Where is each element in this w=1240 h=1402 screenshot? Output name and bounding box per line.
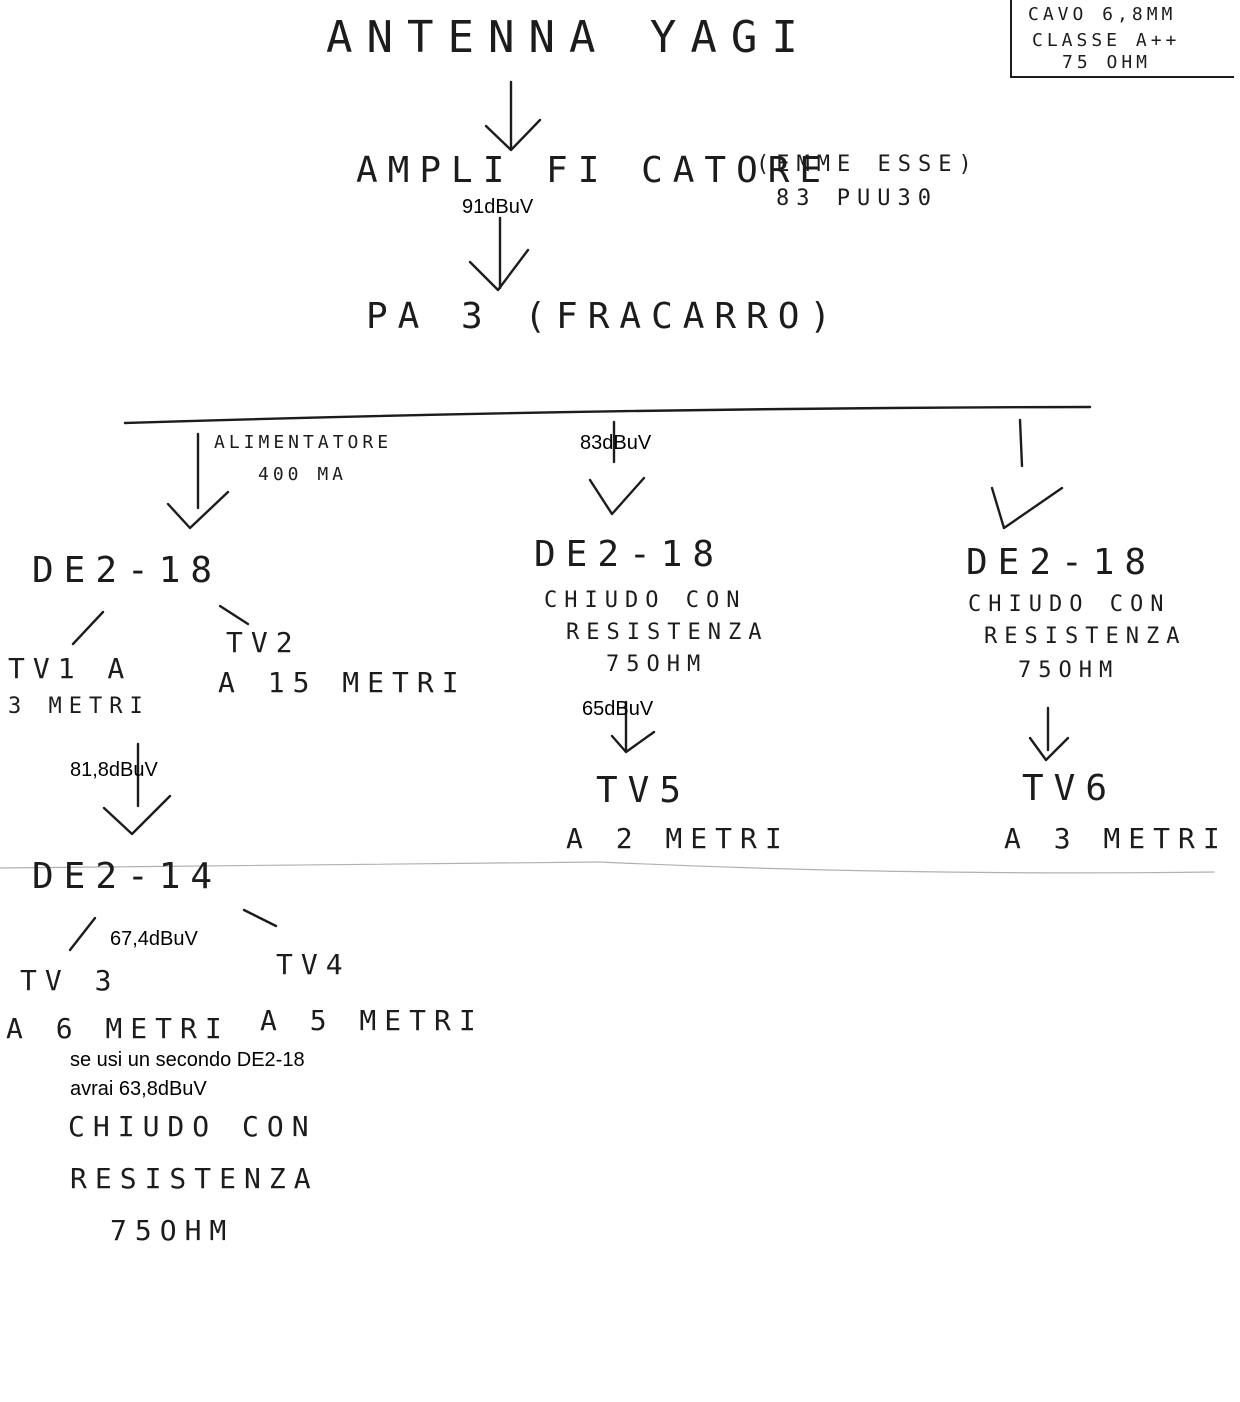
tv6-label: TV6 (1022, 768, 1118, 809)
middle-closing-line-2: RESISTENZA (566, 620, 769, 645)
tv1-distance: 3 METRI (8, 694, 150, 719)
tv5-label: TV5 (596, 770, 692, 811)
level-left-branch: 81,8dBuV (70, 759, 158, 781)
arrowhead-pa3 (468, 248, 530, 292)
level-de2-14: 67,4dBuV (110, 928, 198, 950)
arrowhead-left-branch (166, 490, 230, 530)
split-line-tv2 (218, 604, 250, 626)
arrowhead-middle-branch (588, 476, 646, 516)
second-splitter-note-line-1: se usi un secondo DE2-18 (70, 1049, 305, 1071)
middle-closing-line-3: 75OHM (606, 652, 708, 677)
tv6-distance: A 3 METRI (1004, 822, 1228, 855)
power-supply-line-2: 400 MA (258, 464, 348, 485)
level-after-amplifier: 91dBuV (462, 196, 534, 218)
amplifier-brand: (EMME ESSE) (756, 152, 979, 177)
cable-note-line-3: 75 OHM (1062, 52, 1152, 73)
left-closing-line-2: RESISTENZA (70, 1162, 319, 1195)
second-splitter-note-line-2: avrai 63,8dBuV (70, 1078, 207, 1100)
tv5-distance: A 2 METRI (566, 822, 790, 855)
tv3-label: TV 3 (20, 964, 120, 997)
diagram-title: ANTENNA YAGI (326, 12, 812, 63)
arrowhead-tv6 (1028, 736, 1070, 762)
distribution-bar (123, 405, 1092, 425)
scan-fold-line-left (0, 861, 601, 869)
split-line-tv1 (71, 610, 105, 646)
power-supply-line-1: ALIMENTATORE (214, 432, 393, 453)
amplifier-model: 83 PUU30 (776, 186, 938, 211)
cable-note-box (1010, 0, 1234, 78)
level-middle-branch: 83dBuV (580, 432, 652, 454)
cable-note-line-1: CAVO 6,8MM (1028, 4, 1177, 25)
tv4-label: TV4 (276, 948, 351, 981)
cable-note-line-2: CLASSE A++ (1032, 30, 1181, 51)
right-splitter-de2-18: DE2-18 (966, 542, 1157, 583)
middle-splitter-de2-18: DE2-18 (534, 534, 725, 575)
tv2-label: TV2 (226, 626, 301, 659)
arrowhead-amplifier (484, 118, 542, 152)
middle-closing-line-1: CHIUDO CON (544, 588, 747, 613)
split-line-tv3 (68, 916, 97, 952)
amplifier-label: AMPLI FI CATORE (356, 150, 832, 191)
right-closing-line-2: RESISTENZA (984, 624, 1187, 649)
splitter-de2-14: DE2-14 (32, 856, 223, 897)
left-closing-line-1: CHIUDO CON (68, 1110, 317, 1143)
tv3-distance: A 6 METRI (6, 1012, 230, 1045)
level-tv5: 65dBuV (582, 698, 654, 720)
arrowhead-right-branch (990, 486, 1064, 530)
arrow-right-branch (1018, 418, 1024, 468)
arrowhead-de2-14 (102, 794, 172, 836)
right-closing-line-1: CHIUDO CON (968, 592, 1171, 617)
split-line-tv4 (242, 908, 278, 928)
left-splitter-de2-18: DE2-18 (32, 550, 223, 591)
scan-fold-line (599, 861, 1215, 874)
left-closing-line-3: 75OHM (110, 1214, 235, 1247)
tv4-distance: A 5 METRI (260, 1004, 484, 1037)
pa3-label: PA 3 (FRACARRO) (366, 296, 842, 337)
arrowhead-tv5 (610, 730, 656, 754)
right-closing-line-3: 75OHM (1018, 658, 1120, 683)
tv1-label: TV1 A (8, 652, 133, 685)
tv2-distance: A 15 METRI (218, 666, 467, 699)
